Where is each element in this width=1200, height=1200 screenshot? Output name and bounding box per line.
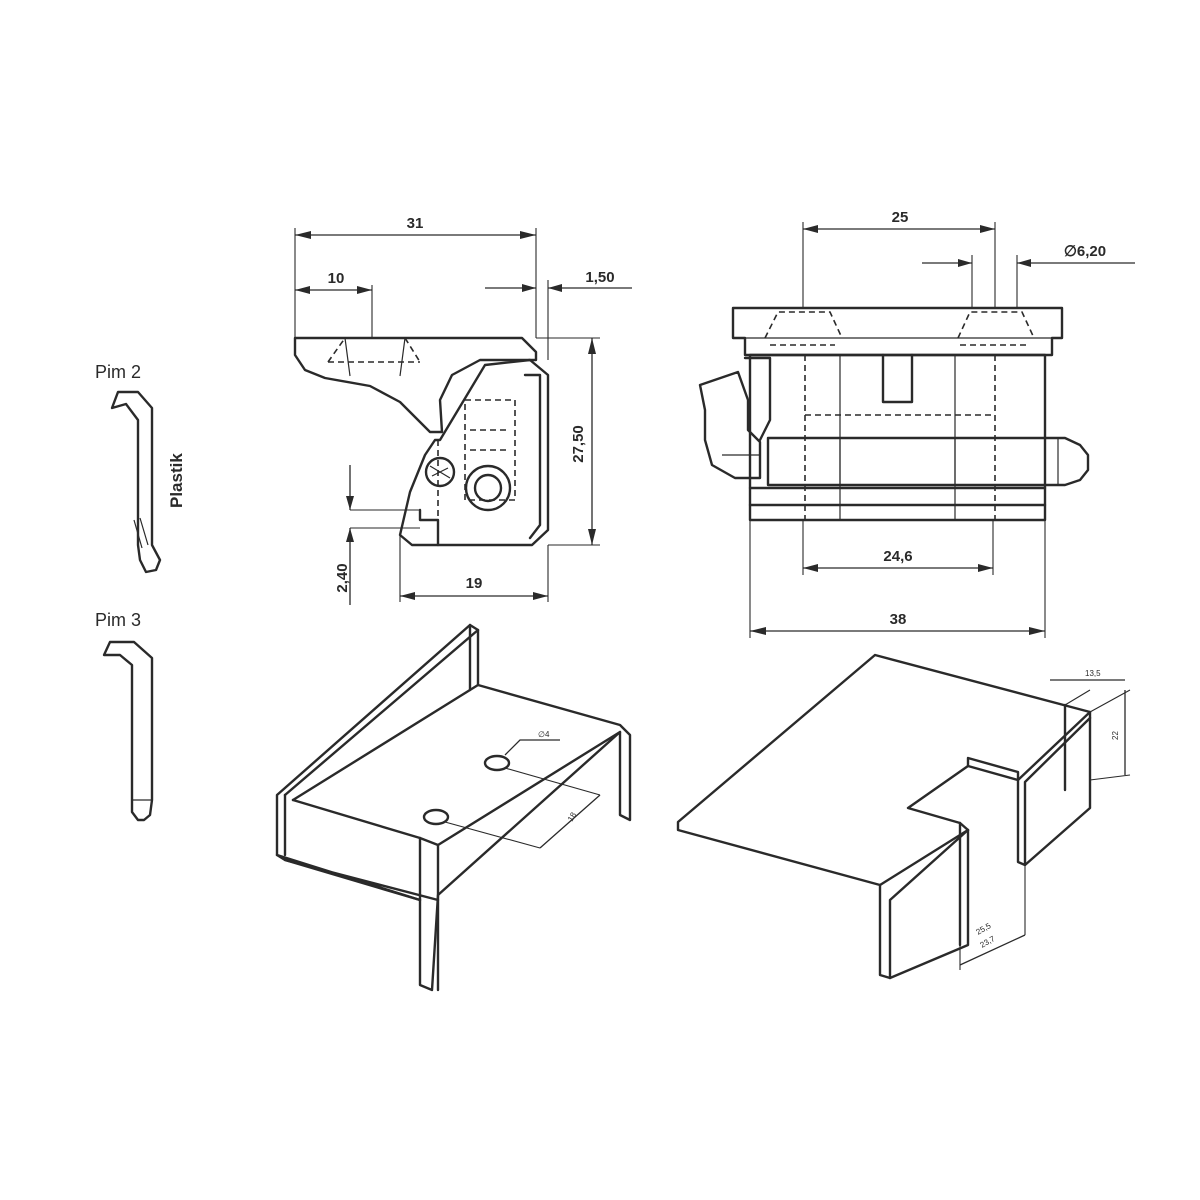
pim-3-part: Pim 3 — [95, 610, 154, 822]
dim-dia-4: ∅4 — [538, 730, 550, 739]
pim-3-label: Pim 3 — [95, 610, 141, 630]
right-view-dimensions: 25 ∅6,20 24,6 38 — [749, 209, 1135, 638]
dim-27-50: 27,50 — [570, 425, 587, 463]
dim-10: 10 — [328, 270, 345, 287]
bracket-left-isometric: ∅4 18 — [275, 623, 632, 992]
dim-13-5: 13,5 — [1085, 669, 1101, 678]
hinge-front-view — [698, 306, 1090, 522]
pim-2-part: Pim 2 Plastik — [95, 362, 186, 574]
hinge-side-view — [293, 336, 550, 547]
dim-25: 25 — [892, 209, 909, 226]
dim-1-50: 1,50 — [585, 269, 614, 286]
dim-2-40: 2,40 — [334, 563, 351, 592]
dim-23-7: 23,7 — [979, 934, 997, 950]
dim-38: 38 — [890, 611, 907, 628]
dim-19: 19 — [466, 575, 483, 592]
dim-24-6: 24,6 — [883, 548, 912, 565]
plastik-label: Plastik — [167, 453, 186, 508]
left-view-dimensions: 31 10 1,50 27,50 2,40 19 — [294, 215, 632, 605]
pim-2-label: Pim 2 — [95, 362, 141, 382]
dim-dia-6-20: ∅6,20 — [1064, 243, 1106, 260]
dim-18: 18 — [566, 810, 579, 823]
dim-31: 31 — [407, 215, 424, 232]
dim-22: 22 — [1111, 731, 1120, 740]
bracket-right-isometric: 13,5 22 23,7 25,5 — [676, 653, 1131, 980]
